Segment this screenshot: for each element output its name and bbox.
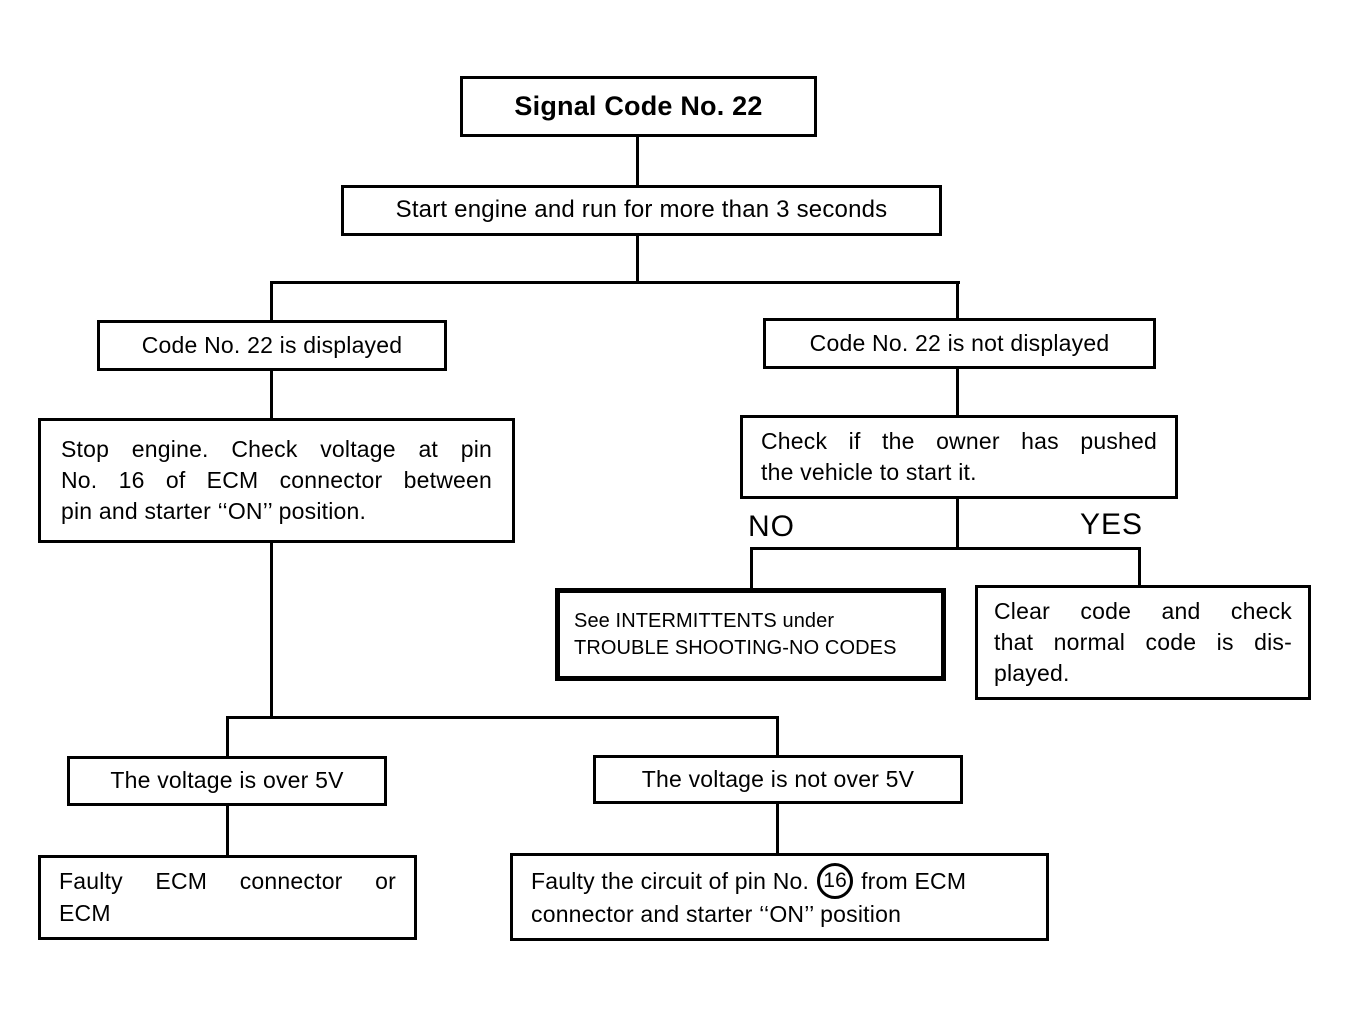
intermittents-line-1: See INTERMITTENTS under — [574, 609, 835, 632]
connector-yes-to-clear-code — [1138, 547, 1141, 585]
pin-16-circled-number: 16 — [817, 863, 854, 900]
stop-engine-line-3: pin and starter ‘‘ON’’ position. — [61, 498, 367, 525]
connector-to-not-displayed — [956, 281, 959, 318]
connector-split-voltage — [226, 716, 779, 719]
connector-to-displayed — [270, 281, 273, 320]
node-voltage-not-over-5v: The voltage is not over 5V — [593, 755, 963, 804]
node-faulty-ecm-connector-or-ecm: Faulty ECM connector or ECM — [38, 855, 417, 940]
connector-not-over-5v-to-faulty-circuit — [776, 804, 779, 853]
connector-not-displayed-to-check-owner — [956, 369, 959, 415]
node-voltage-over-5v: The voltage is over 5V — [67, 756, 387, 806]
check-owner-line-2: the vehicle to start it. — [761, 459, 977, 485]
faulty-ecm-line-1: Faulty ECM connector or — [59, 868, 396, 895]
connector-to-not-over-5v — [776, 716, 779, 755]
faulty-circuit-line-1-pre: Faulty the circuit of pin No. — [531, 867, 810, 894]
node-stop-engine-check-voltage: Stop engine. Check voltage at pin No. 16… — [38, 418, 515, 543]
node-start-engine: Start engine and run for more than 3 sec… — [341, 185, 942, 236]
connector-start-down — [636, 236, 639, 283]
stop-engine-line-1: Stop engine. Check voltage at pin — [61, 435, 492, 462]
faulty-circuit-line-2: connector and starter ‘‘ON’’ position — [531, 901, 902, 928]
node-signal-code-22: Signal Code No. 22 — [460, 76, 817, 137]
faulty-circuit-line-1: Faulty the circuit of pin No. 16 from EC… — [531, 863, 1028, 900]
faulty-circuit-line-1-post: from ECM — [861, 867, 967, 894]
connector-no-to-intermittents — [750, 547, 753, 588]
connector-split-no-yes — [750, 547, 1141, 550]
connector-displayed-to-stop-engine — [270, 371, 273, 418]
connector-check-owner-down — [956, 499, 959, 550]
connector-title-to-start — [636, 137, 639, 185]
clear-code-line-3: played. — [994, 660, 1070, 687]
clear-code-line-2: that normal code is dis- — [994, 628, 1292, 655]
node-see-intermittents: See INTERMITTENTS under TROUBLE SHOOTING… — [555, 588, 946, 681]
connector-to-over-5v — [226, 716, 229, 756]
node-faulty-pin-16-circuit: Faulty the circuit of pin No. 16 from EC… — [510, 853, 1049, 941]
branch-label-yes: YES — [1080, 508, 1144, 541]
intermittents-line-2: TROUBLE SHOOTING-NO CODES — [574, 636, 897, 659]
node-code-22-not-displayed: Code No. 22 is not displayed — [763, 318, 1156, 369]
branch-label-no: NO — [748, 510, 795, 543]
connector-over-5v-to-faulty-ecm — [226, 806, 229, 855]
stop-engine-line-2: No. 16 of ECM connector between — [61, 466, 492, 493]
clear-code-line-1: Clear code and check — [994, 597, 1292, 624]
node-clear-code-check-normal: Clear code and check that normal code is… — [975, 585, 1311, 700]
faulty-ecm-line-2: ECM — [59, 899, 111, 926]
node-check-owner-pushed-vehicle: Check if the owner has pushed the vehicl… — [740, 415, 1178, 499]
node-code-22-displayed: Code No. 22 is displayed — [97, 320, 447, 371]
check-owner-line-1: Check if the owner has pushed — [761, 427, 1157, 454]
connector-split-top — [270, 281, 960, 284]
connector-stop-engine-down — [270, 543, 273, 719]
